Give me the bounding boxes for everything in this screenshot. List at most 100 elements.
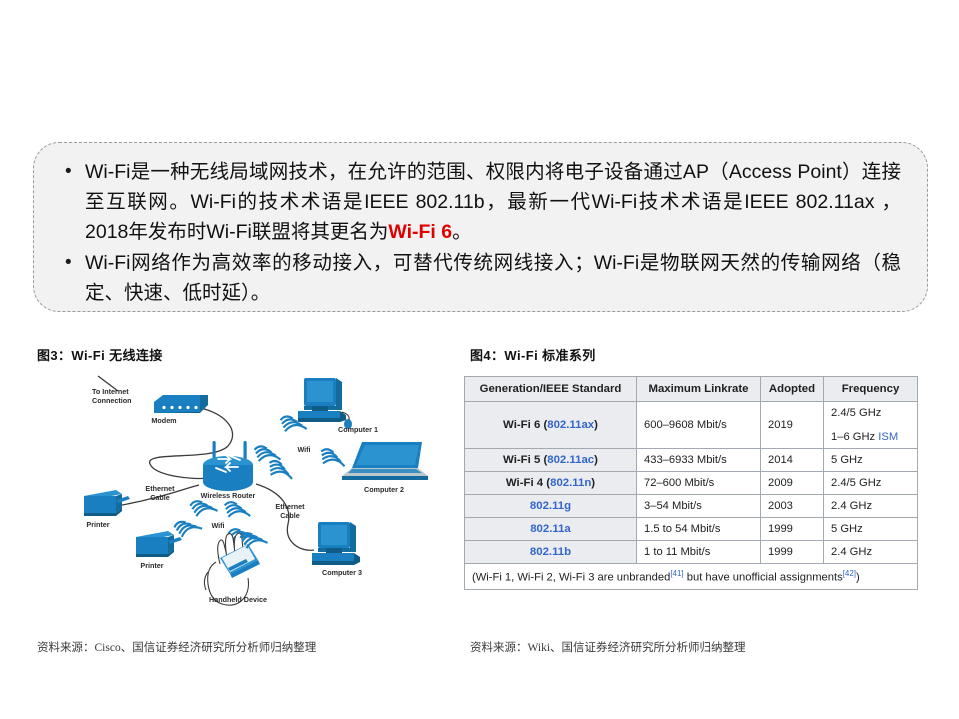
column-header-frequency: Frequency — [823, 376, 918, 402]
column-header-generation: Generation/IEEE Standard — [464, 376, 637, 402]
wifi-standards-table-wrapper: Generation/IEEE Standard Maximum Linkrat… — [464, 376, 918, 590]
wifi-wave-icon — [253, 440, 282, 468]
cell-frequency: 2.4/5 GHz — [823, 471, 918, 495]
wifi-wave-icon — [268, 458, 294, 482]
bullet-item: • Wi-Fi是一种无线局域网技术，在允许的范围、权限内将电子设备通过AP（Ac… — [60, 157, 901, 247]
gen-standard-link[interactable]: 802.11ac — [547, 454, 595, 466]
table-row: 802.11a 1.5 to 54 Mbit/s 1999 5 GHz — [464, 517, 918, 541]
label-printer1: Printer — [86, 520, 109, 529]
cell-linkrate: 3–54 Mbit/s — [636, 494, 761, 518]
label-wifi-bottom: Wifi — [211, 521, 224, 530]
label-wifi-top: Wifi — [297, 445, 310, 454]
cell-adopted: 2009 — [760, 471, 824, 495]
table-row: 802.11g 3–54 Mbit/s 2003 2.4 GHz — [464, 494, 918, 518]
gen-prefix: Wi-Fi 6 ( — [503, 419, 548, 431]
label-computer1: Computer 1 — [338, 425, 378, 434]
wifi-wave-icon — [223, 496, 252, 524]
cell-generation: Wi-Fi 4 (802.11n) — [464, 471, 637, 495]
cell-linkrate: 1.5 to 54 Mbit/s — [636, 517, 761, 541]
figure3-title: 图3：Wi-Fi 无线连接 — [37, 348, 163, 363]
label-ethernet-left-line1: Ethernet — [145, 484, 175, 493]
cell-frequency: 2.4 GHz — [823, 540, 918, 564]
gen-suffix: ) — [594, 454, 598, 466]
freq-line-2: 1–6 GHz ISM — [831, 431, 910, 443]
printer2-icon — [136, 531, 182, 557]
cell-frequency: 2.4 GHz — [823, 494, 918, 518]
wireless-router-icon — [203, 441, 253, 491]
computer2-icon — [342, 442, 428, 480]
cell-generation: 802.11b — [464, 540, 637, 564]
label-wireless-router: Wireless Router — [201, 491, 256, 500]
table-row: Wi-Fi 4 (802.11n) 72–600 Mbit/s 2009 2.4… — [464, 471, 918, 495]
cell-adopted: 1999 — [760, 540, 824, 564]
cell-generation: 802.11g — [464, 494, 637, 518]
modem-icon — [154, 395, 208, 413]
wifi-wave-icon — [172, 512, 204, 543]
bullet-1-segment-normal: Wi-Fi是一种无线局域网技术，在允许的范围、权限内将电子设备通过AP（Acce… — [85, 161, 902, 243]
computer3-icon — [312, 522, 360, 565]
table-footnote: (Wi-Fi 1, Wi-Fi 2, Wi-Fi 3 are unbranded… — [464, 563, 918, 590]
cell-adopted: 1999 — [760, 517, 824, 541]
cell-linkrate: 1 to 11 Mbit/s — [636, 540, 761, 564]
label-modem: Modem — [151, 416, 176, 425]
table-row: Wi-Fi 5 (802.11ac) 433–6933 Mbit/s 2014 … — [464, 448, 918, 472]
footnote-part2: but have unofficial assignments — [683, 571, 843, 584]
label-computer3: Computer 3 — [322, 568, 362, 577]
footnote-part3: ) — [856, 571, 860, 584]
label-ethernet-right-line1: Ethernet — [275, 502, 305, 511]
cell-adopted: 2003 — [760, 494, 824, 518]
wifi-wave-icon — [320, 446, 346, 471]
router-printer-cable — [121, 484, 200, 506]
label-computer2: Computer 2 — [364, 485, 404, 494]
wifi-standards-table: Generation/IEEE Standard Maximum Linkrat… — [464, 376, 918, 590]
gen-suffix: ) — [594, 419, 598, 431]
gen-suffix: ) — [591, 477, 596, 489]
footnote-part1: (Wi-Fi 1, Wi-Fi 2, Wi-Fi 3 are unbranded — [472, 571, 671, 584]
gen-standard-link[interactable]: 802.11n — [550, 477, 592, 489]
bullet-marker: • — [65, 161, 72, 182]
freq-line-1: 2.4/5 GHz — [831, 407, 882, 419]
table-footnote-row: (Wi-Fi 1, Wi-Fi 2, Wi-Fi 3 are unbranded… — [464, 563, 918, 590]
modem-router-cable — [149, 406, 234, 480]
figure4-title: 图4：Wi-Fi 标准系列 — [470, 348, 596, 363]
bullet-item: • Wi-Fi网络作为高效率的移动接入，可替代传统网线接入；Wi-Fi是物联网天… — [60, 248, 901, 308]
bullet-marker: • — [65, 252, 72, 273]
cell-frequency: 5 GHz — [823, 517, 918, 541]
footnote-ref-41[interactable]: [41] — [670, 569, 684, 578]
footnote-ref-42[interactable]: [42] — [842, 569, 857, 578]
figure4-source: 资料来源：Wiki、国信证券经济研究所分析师归纳整理 — [470, 642, 746, 654]
bullet-text-1: Wi-Fi是一种无线局域网技术，在允许的范围、权限内将电子设备通过AP（Acce… — [85, 157, 901, 247]
bullet-text-2: Wi-Fi网络作为高效率的移动接入，可替代传统网线接入；Wi-Fi是物联网天然的… — [85, 252, 901, 304]
column-header-adopted: Adopted — [760, 376, 824, 402]
cell-generation: Wi-Fi 6 (802.11ax) — [464, 401, 637, 449]
label-handheld: Handheld Device — [209, 595, 267, 604]
network-topology-diagram: To Internet Connection Modem Wireless Ro… — [60, 372, 460, 627]
handheld-device-icon — [203, 532, 260, 606]
printer1-icon — [84, 490, 130, 516]
column-header-linkrate: Maximum Linkrate — [636, 376, 761, 402]
label-to-internet-line1: To Internet — [92, 387, 129, 396]
label-printer2: Printer — [140, 561, 163, 570]
router-computer3-cable — [255, 483, 315, 551]
callout-box: • Wi-Fi是一种无线局域网技术，在允许的范围、权限内将电子设备通过AP（Ac… — [33, 142, 928, 312]
gen-standard-link[interactable]: 802.11g — [529, 500, 572, 512]
gen-prefix: Wi-Fi 5 ( — [503, 454, 548, 466]
internet-line — [97, 375, 119, 392]
gen-standard-link[interactable]: 802.11ax — [547, 419, 595, 431]
cell-frequency: 5 GHz — [823, 448, 918, 472]
gen-standard-link[interactable]: 802.11a — [530, 523, 571, 535]
label-to-internet-line2: Connection — [92, 396, 132, 405]
gen-prefix: Wi-Fi 4 ( — [505, 477, 551, 489]
gen-standard-link[interactable]: 802.11b — [529, 546, 572, 558]
cell-adopted: 2019 — [760, 401, 824, 449]
table-row: Wi-Fi 6 (802.11ax) 600–9608 Mbit/s 2019 … — [464, 401, 918, 449]
table-header-row: Generation/IEEE Standard Maximum Linkrat… — [464, 376, 918, 402]
cell-linkrate: 72–600 Mbit/s — [636, 471, 761, 495]
label-ethernet-right-line2: Cable — [280, 511, 300, 520]
ism-link[interactable]: ISM — [878, 431, 899, 443]
table-row: 802.11b 1 to 11 Mbit/s 1999 2.4 GHz — [464, 540, 918, 564]
computer1-icon — [298, 378, 352, 429]
figure3-source: 资料来源：Cisco、国信证券经济研究所分析师归纳整理 — [37, 642, 317, 654]
cell-generation: Wi-Fi 5 (802.11ac) — [464, 448, 637, 472]
cell-linkrate: 600–9608 Mbit/s — [636, 401, 761, 449]
